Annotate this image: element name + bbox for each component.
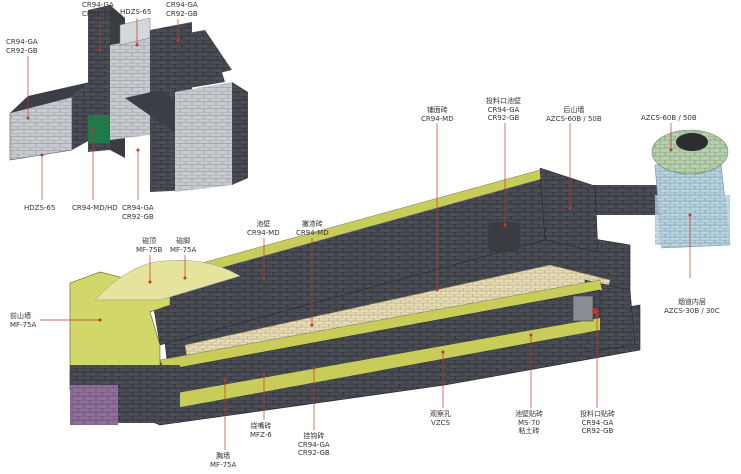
furnace-body bbox=[69, 167, 641, 426]
leader-lines bbox=[26, 18, 692, 450]
regenerator-dome bbox=[590, 129, 731, 249]
rear-gable-wall bbox=[539, 167, 599, 253]
label-regen-crown: AZCS-60B / 50B bbox=[641, 114, 697, 122]
inset-md-block bbox=[88, 115, 110, 143]
label-inset-md: CR94-MD/HD bbox=[72, 204, 118, 212]
crown-arch bbox=[94, 260, 241, 301]
label-inset-hdzs: HDZS-65 bbox=[24, 204, 56, 212]
inset-block-model bbox=[9, 5, 248, 192]
label-top-hdzs: HDZS-65 bbox=[120, 8, 152, 16]
purple-block bbox=[70, 385, 118, 425]
